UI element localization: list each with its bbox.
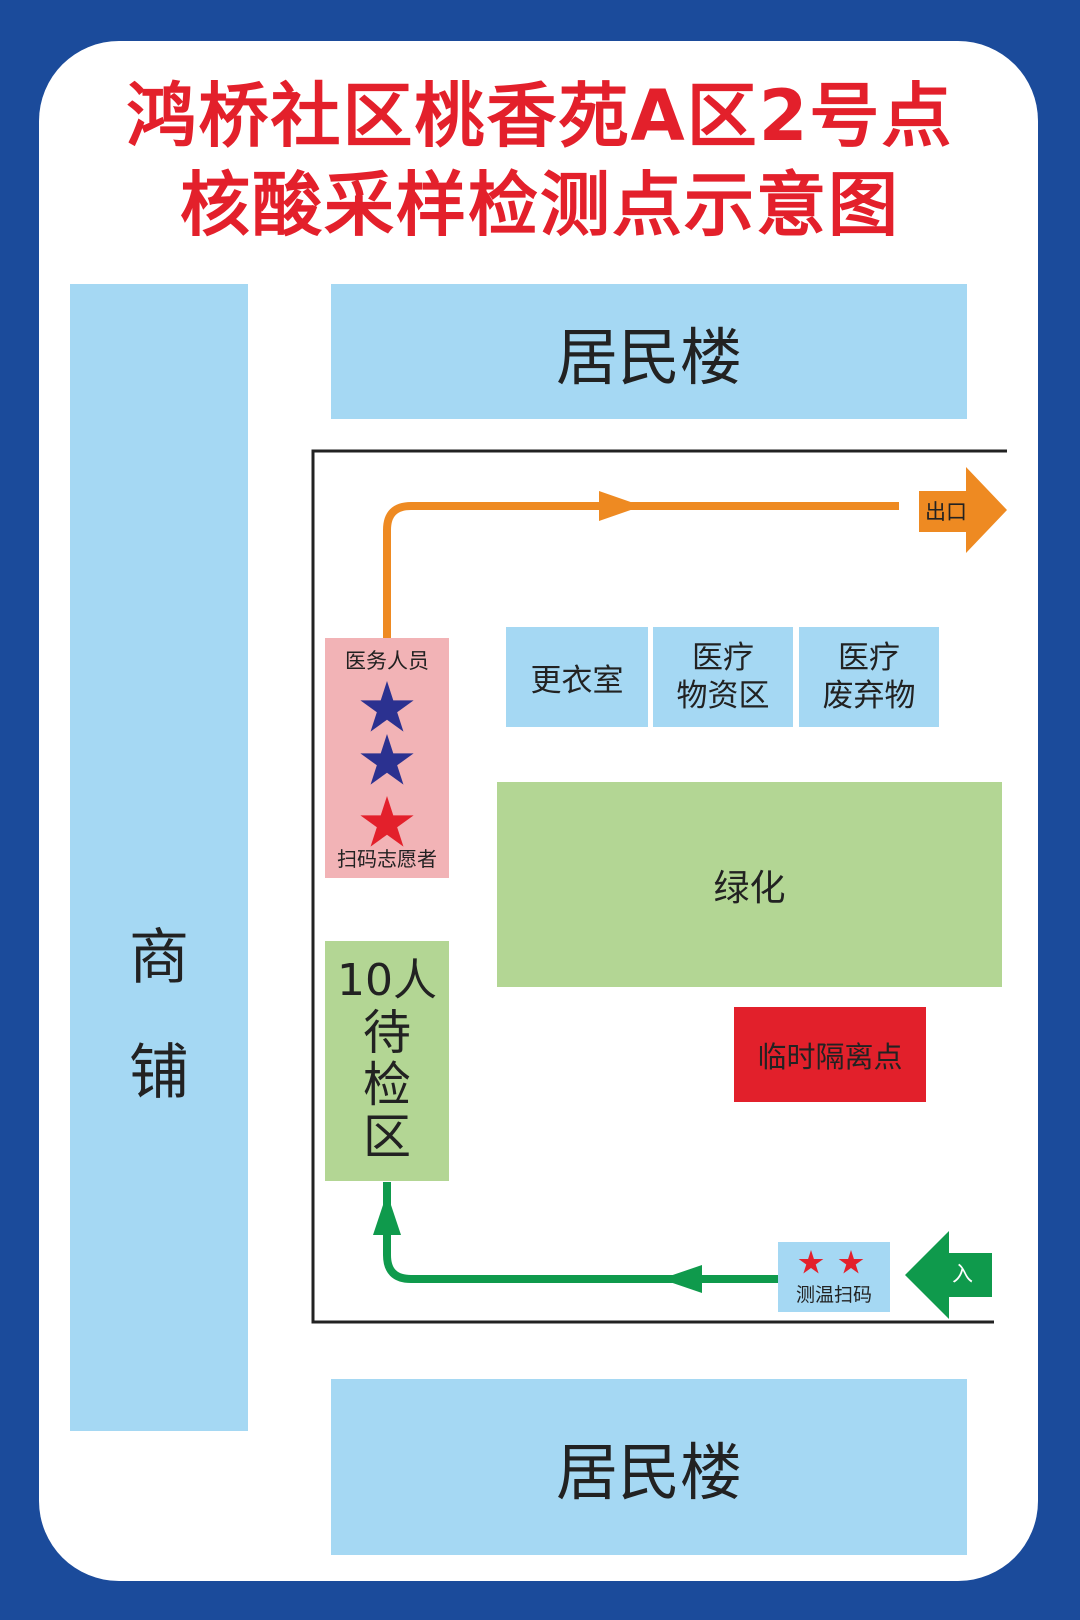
residential-building-bottom: 居民楼 [331,1379,967,1555]
title-line-1: 鸿桥社区桃香苑A区2号点 [126,75,954,157]
blue-star-icon [360,734,414,785]
exit-path [383,502,899,638]
entrance-arrow-icon [905,1231,992,1319]
shops-block: 商 铺 [70,284,248,1431]
blue-star-icon [360,681,414,732]
shops-char-2: 铺 [129,1038,189,1108]
medical-staff-label: 医务人员 [345,649,429,673]
temperature-check-station: 测温扫码 [778,1242,890,1312]
site-boundary [311,449,1007,1324]
red-star-icon [360,796,414,847]
red-star-icon [838,1250,864,1274]
room-line-2: 废弃物 [822,678,916,714]
greenery-area: 绿化 [497,782,1002,987]
staff-station: 医务人员 扫码志愿者 [325,638,449,878]
exit-arrow-icon [919,467,1007,553]
entry-path-arrowhead-left [661,1265,702,1293]
changing-room: 更衣室 [506,627,648,727]
staff-stars [360,681,414,847]
entrance-label: 入口 [952,1262,973,1322]
shops-char-1: 商 [129,923,189,993]
entry-path-arrowhead-up [373,1193,401,1235]
room-line-1: 医疗 [692,640,754,676]
scan-volunteer-label: 扫码志愿者 [337,847,437,871]
room-line-1: 医疗 [838,640,900,676]
residential-building-top: 居民楼 [331,284,967,419]
exit-label: 出口 [925,500,967,524]
room-line-2: 物资区 [676,678,770,714]
checker-stars [798,1250,864,1274]
temporary-isolation-point: 临时隔离点 [734,1007,926,1102]
title-line-2: 核酸采样检测点示意图 [180,164,900,246]
waiting-label-2: 检 [362,1057,411,1113]
waiting-area: 10人 待 检 区 [325,941,449,1181]
medical-supplies-area: 医疗 物资区 [653,627,793,727]
medical-waste-area: 医疗 废弃物 [799,627,939,727]
entry-path [383,1182,780,1283]
waiting-label-1: 待 [362,1005,411,1061]
waiting-capacity: 10人 [337,955,437,1006]
waiting-label-3: 区 [362,1109,411,1165]
temperature-check-label: 测温扫码 [795,1284,872,1306]
exit-path-arrowhead [599,491,642,521]
red-star-icon [798,1250,824,1274]
